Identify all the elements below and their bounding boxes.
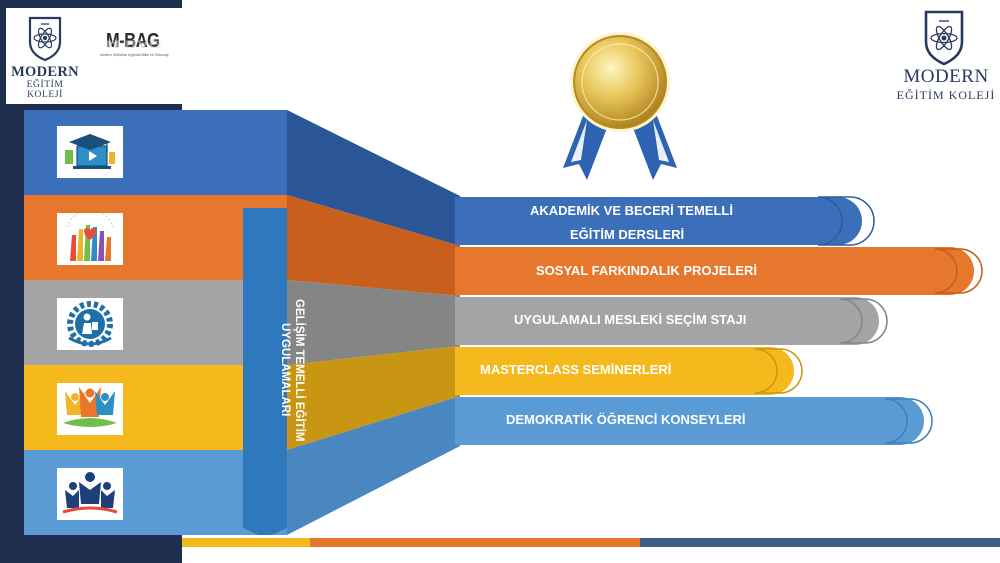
tile-team-celebration (57, 383, 123, 435)
brand-name-line1: MODERN (11, 64, 79, 80)
vertical-label-line1: GELİŞİM TEMELLİ EĞİTİM (293, 298, 305, 442)
ribbon-academic-shape (455, 197, 862, 245)
label-bar-point (243, 528, 287, 538)
school-logo-left: MODERN EĞİTİM KOLEJİ (8, 14, 82, 100)
header-logo-box (6, 8, 182, 104)
online-education-icon (65, 134, 115, 169)
brand-name-line2-right: EĞİTİM KOLEJİ (896, 88, 996, 102)
ribbon-vocational-shape (455, 297, 879, 345)
bottom-stripe-blue (640, 538, 1000, 547)
ribbon-social-shape (455, 247, 974, 295)
ribbon-masterclass-label: MASTERCLASS SEMİNERLERİ (480, 362, 672, 377)
ribbon-social-label: SOSYAL FARKINDALIK PROJELERİ (536, 263, 758, 278)
mbag-title: M-BAG (106, 30, 160, 52)
ribbon-democratic-shape (455, 397, 924, 445)
bottom-stripe-orange (310, 538, 640, 547)
ribbon-vocational-label: UYGULAMALI MESLEKİ SEÇİM STAJI (514, 312, 747, 327)
ribbon-masterclass-shape (455, 347, 794, 395)
people-group-icon (62, 472, 118, 514)
vertical-label-bar (243, 208, 287, 528)
team-celebration-icon (63, 387, 117, 427)
vertical-label-line2: UYGULAMALARI (279, 323, 291, 417)
school-crest-icon (924, 10, 964, 66)
ribbon-democratic-label: DEMOKRATİK ÖĞRENCİ KONSEYLERİ (506, 412, 746, 427)
tile-raised-hands (57, 213, 123, 265)
brand-name-line2: EĞİTİM KOLEJİ (26, 80, 64, 100)
ribbon-academic-line2: EĞİTİM DERSLERİ (570, 227, 685, 242)
bottom-stripe-gold (182, 538, 310, 547)
raised-hands-icon (66, 213, 114, 261)
tile-people-group (57, 468, 123, 520)
ribbon-academic-line1: AKADEMİK VE BECERİ TEMELLİ (530, 203, 733, 218)
brand-name-line1-right: MODERN (903, 66, 989, 87)
mbag-logo: M-BAG M-BAG Modern Gelişimin Işığında Bi… (100, 30, 180, 80)
gold-medal-icon (563, 32, 677, 180)
tile-online-education (57, 126, 123, 178)
tile-gear-worker (57, 298, 123, 350)
school-logo-right: MODERN EĞİTİM KOLEJİ (896, 10, 996, 102)
gear-worker-icon (67, 301, 113, 347)
school-crest-icon (28, 16, 62, 62)
vertical-panel-label: GELİŞİM TEMELLİ EĞİTİM UYGULAMALARI (224, 260, 306, 480)
mbag-subtitle: Modern Gelişimin Işığında Bilim ve Tekno… (100, 53, 169, 57)
